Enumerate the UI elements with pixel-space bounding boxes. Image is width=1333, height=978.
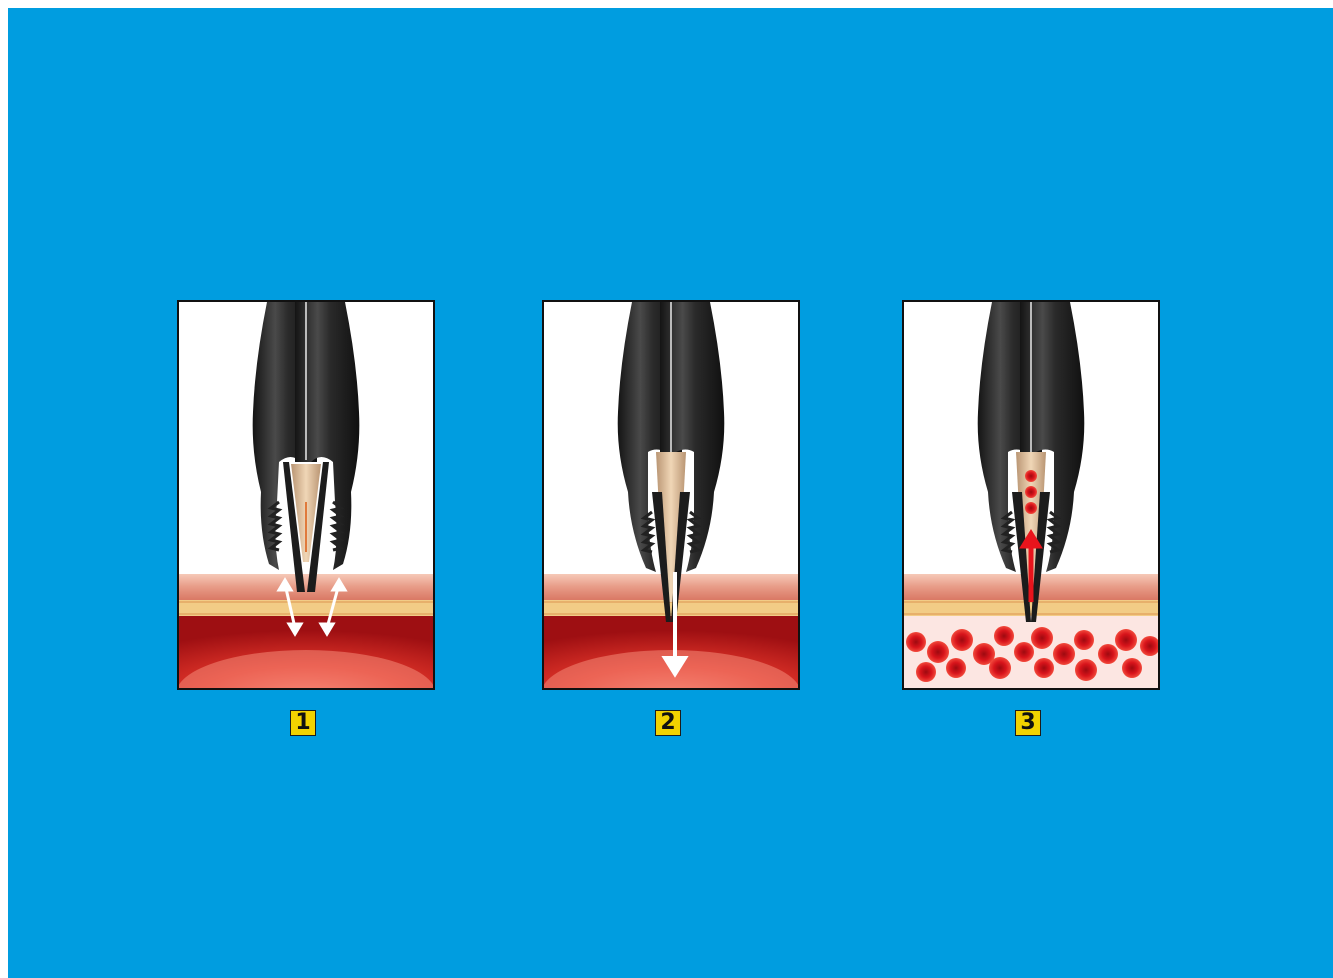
panel-step-1 bbox=[177, 300, 435, 690]
step-label-1: 1 bbox=[290, 710, 316, 736]
diagram-canvas: 1 2 3 bbox=[8, 8, 1333, 978]
skin-layer bbox=[179, 574, 433, 602]
step-label-2: 2 bbox=[655, 710, 681, 736]
proboscis-icon bbox=[253, 302, 360, 592]
panel-step-3 bbox=[902, 300, 1160, 690]
panel-step-2 bbox=[542, 300, 800, 690]
step-label-3: 3 bbox=[1015, 710, 1041, 736]
